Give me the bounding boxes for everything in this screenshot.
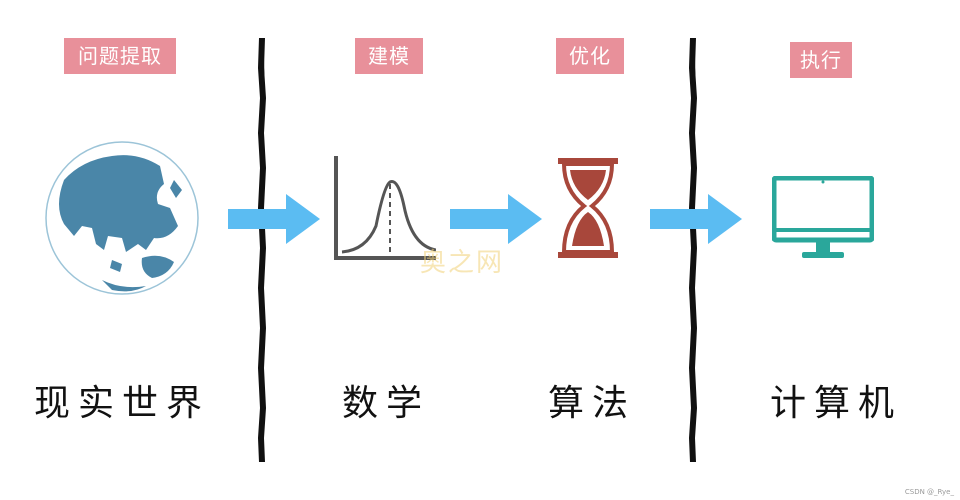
stage-tag-execution: 执行 — [790, 42, 852, 78]
arrow-1 — [228, 194, 320, 244]
divider-right — [688, 38, 698, 462]
divider-left — [257, 38, 267, 462]
normal-distribution-icon — [334, 156, 436, 260]
stage-tag-optimization: 优化 — [556, 38, 624, 74]
stage-tag-modeling: 建模 — [355, 38, 423, 74]
arrow-3 — [650, 194, 742, 244]
hourglass-icon — [558, 158, 618, 258]
stage-tag-problem-extraction: 问题提取 — [64, 38, 176, 74]
globe-icon — [45, 141, 199, 295]
caption-computer: 计算机 — [770, 383, 903, 424]
caption-real-world: 现实世界 — [34, 383, 211, 424]
source-credit: CSDN @_Rye_ — [904, 488, 954, 496]
watermark: 奥之网 — [420, 248, 505, 278]
caption-math: 数学 — [342, 383, 431, 424]
caption-algorithm: 算法 — [548, 383, 637, 424]
monitor-icon — [772, 176, 874, 258]
arrow-2 — [450, 194, 542, 244]
